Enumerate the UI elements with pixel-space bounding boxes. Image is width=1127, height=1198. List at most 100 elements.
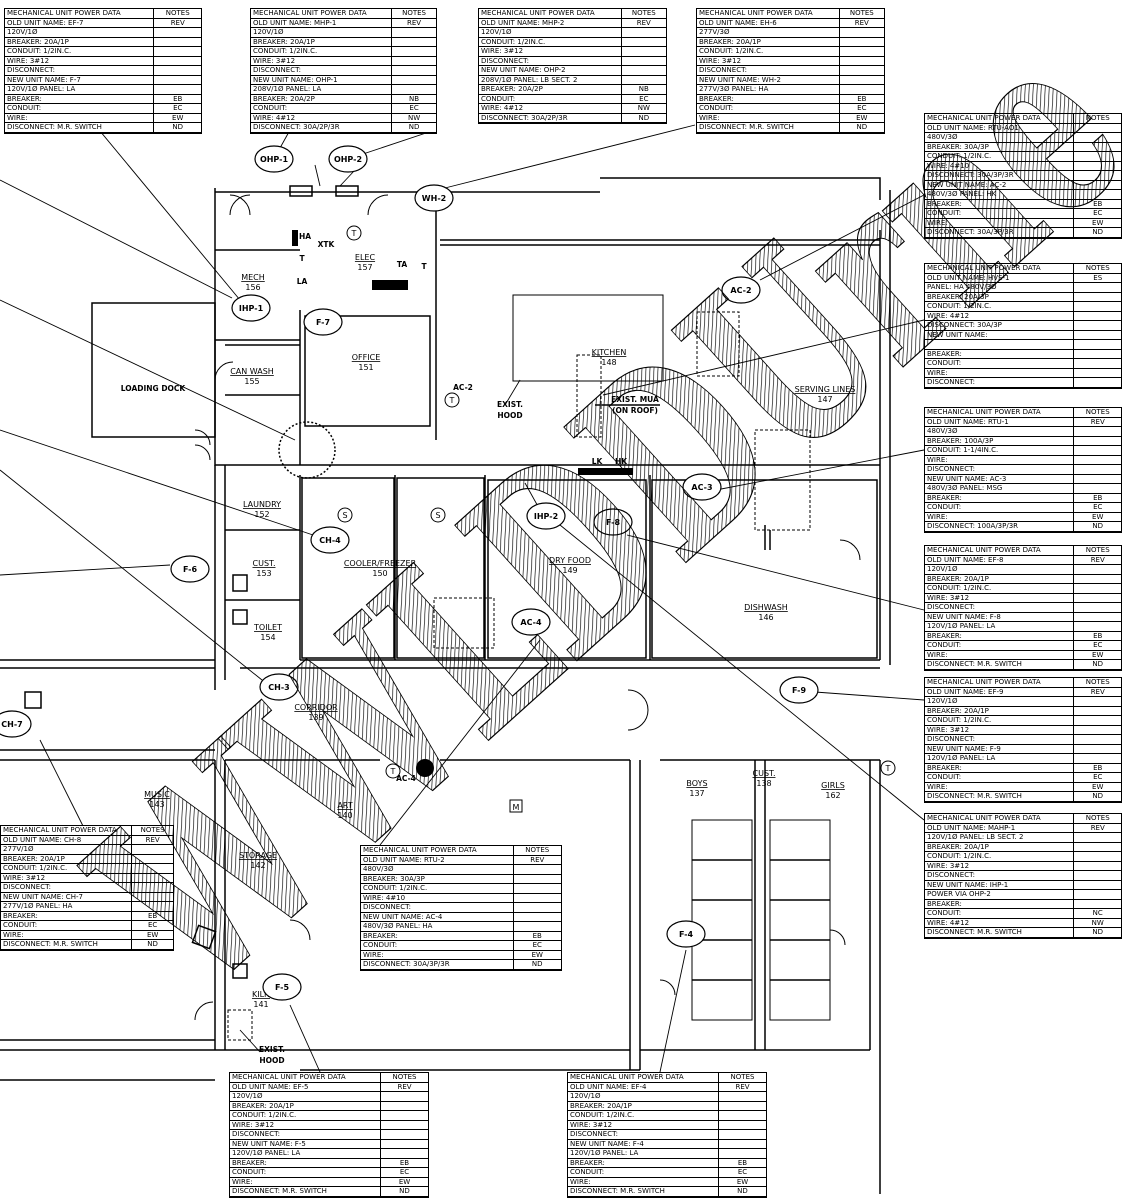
schedule-row-label: 208V/1Ø PANEL: LB SECT. 2	[479, 75, 622, 85]
schedule-row-note: EC	[379, 1167, 428, 1178]
schedule-row-label: WIRE: 3#12	[925, 861, 1074, 871]
schedule-row-label: WIRE:	[925, 512, 1074, 522]
schedule-row-label: BREAKER:	[1, 911, 132, 921]
schedule-row-note	[1073, 320, 1121, 331]
schedule-row-note: EB	[1073, 199, 1121, 209]
room-name: MECH	[241, 273, 265, 282]
schedule-row-label: DISCONNECT: 30A/2P/3R	[251, 122, 392, 133]
schedule-row-note	[1073, 170, 1121, 181]
schedule-row-note	[1073, 880, 1121, 890]
mark-m: M	[513, 803, 520, 812]
equipment-tag-bubble	[511, 608, 551, 636]
thermostat-t: T	[449, 396, 455, 405]
schedule-row-label: WIRE: 3#12	[5, 56, 154, 66]
schedule-row-note: REV	[131, 835, 173, 845]
equipment-tag-bubble	[259, 673, 299, 701]
schedule-row-label: BREAKER:	[925, 349, 1074, 359]
schedule-row-label: CONDUIT: 1/2IN.C.	[925, 851, 1074, 862]
schedule-row-label: BREAKER: 100A/3P	[925, 436, 1074, 446]
schedule-header: MECHANICAL UNIT POWER DATA	[925, 814, 1074, 824]
schedule-row-label: 277V/3Ø PANEL: HA	[697, 84, 840, 95]
schedule-row-note: ND	[1073, 791, 1121, 802]
schedule-row-label: DISCONNECT:	[925, 377, 1074, 388]
schedule-row-note: EW	[1073, 512, 1121, 522]
schedule-row-label: DISCONNECT: M.R. SWITCH	[925, 659, 1074, 670]
schedule-row-note	[717, 1129, 766, 1140]
schedule-notes-header: NOTES	[1073, 546, 1121, 556]
plan-label: AC-2	[453, 383, 473, 392]
schedule-notes-header: NOTES	[620, 9, 666, 19]
schedule-row-label: NEW UNIT NAME: F-7	[5, 75, 154, 85]
schedule-row-note: EB	[838, 94, 884, 104]
room-name: ART	[337, 801, 352, 810]
thermostat-t: T	[351, 229, 357, 238]
schedule-row-label: DISCONNECT: 30A/3P/3R	[925, 170, 1074, 181]
schedule-row-label: WIRE:	[925, 455, 1074, 465]
schedule-header: MECHANICAL UNIT POWER DATA	[925, 408, 1074, 418]
schedule-row-label: BREAKER: 20A/1P	[1, 854, 132, 864]
schedule-row-label: OLD UNIT NAME: MAHP-1	[925, 823, 1074, 833]
schedule-row-note	[1073, 282, 1121, 293]
schedule-row-label: 120V/1Ø	[925, 696, 1074, 707]
schedule-row-note: EW	[153, 113, 201, 123]
schedule-row-label: DISCONNECT: M.R. SWITCH	[1, 939, 132, 950]
schedule-row-note	[153, 75, 201, 85]
schedule-row-label: 277V/1Ø	[1, 844, 132, 855]
room-name: CORRIDOR	[294, 703, 338, 712]
schedule-row-note	[838, 27, 884, 38]
schedule-notes-header: NOTES	[838, 9, 884, 19]
schedule-row-note: NW	[1073, 918, 1121, 928]
schedule-row-label: BREAKER:	[925, 631, 1074, 641]
room-number: 150	[372, 569, 387, 578]
schedule-row-label: 120V/1Ø PANEL: LA	[925, 621, 1074, 632]
schedule-row-label: WIRE:	[361, 950, 513, 960]
schedule-row-note: EW	[1073, 650, 1121, 660]
schedule-row-note	[391, 84, 436, 95]
schedule-row-note	[1073, 123, 1121, 133]
msg-panel	[372, 280, 408, 290]
schedule-row-label: NEW UNIT NAME: AC-3	[925, 474, 1074, 484]
schedule-row-note	[717, 1110, 766, 1121]
schedule-row-label: DISCONNECT:	[697, 65, 840, 76]
room-name: TOILET	[253, 623, 282, 632]
schedule-row-note	[1073, 358, 1121, 369]
equipment-tag-bubble	[310, 526, 350, 554]
schedule-row-note	[1073, 142, 1121, 152]
schedule-row-label: 120V/1Ø	[251, 27, 392, 38]
existing-hood-circle	[278, 421, 336, 479]
schedule-row-note	[131, 892, 173, 902]
schedule-row-label: BREAKER:	[925, 493, 1074, 503]
schedule-row-label: OLD UNIT NAME: RTU-2	[361, 855, 513, 865]
room-name: KILN	[252, 990, 270, 999]
schedule-row-label: WIRE: 3#12	[925, 593, 1074, 603]
schedule-row-label: CONDUIT:	[697, 103, 840, 114]
schedule-row-note	[717, 1139, 766, 1149]
schedule-row-note	[379, 1091, 428, 1102]
schedule-row-note	[838, 46, 884, 57]
schedule-row-note	[1073, 706, 1121, 716]
room-number: 142	[250, 861, 265, 870]
schedule-row-note	[512, 874, 561, 884]
schedule-row-label: 120V/1Ø	[925, 564, 1074, 575]
schedule-row-note: NW	[391, 113, 436, 123]
schedule-row-note	[838, 65, 884, 76]
schedule-row-note	[153, 27, 201, 38]
room-name: MUSIC	[144, 790, 170, 799]
schedule-row-note: REV	[153, 18, 201, 28]
schedule-row-label: BREAKER:	[925, 763, 1074, 773]
schedule-row-label: CONDUIT:	[5, 103, 154, 114]
schedule-row-label: NEW UNIT NAME: AC-4	[361, 912, 513, 922]
schedule-notes-header: NOTES	[1073, 814, 1121, 824]
room-number: 147	[817, 395, 832, 404]
schedule-row-note: NB	[620, 84, 666, 95]
schedule-row-label: WIRE:	[5, 113, 154, 123]
plan-label: AC-4	[396, 774, 416, 783]
schedule-row-label: 277V/3Ø	[697, 27, 840, 38]
schedule-row-note: EB	[717, 1158, 766, 1168]
schedule-notes-header: NOTES	[1073, 678, 1121, 688]
schedule-row-note: EW	[717, 1177, 766, 1187]
